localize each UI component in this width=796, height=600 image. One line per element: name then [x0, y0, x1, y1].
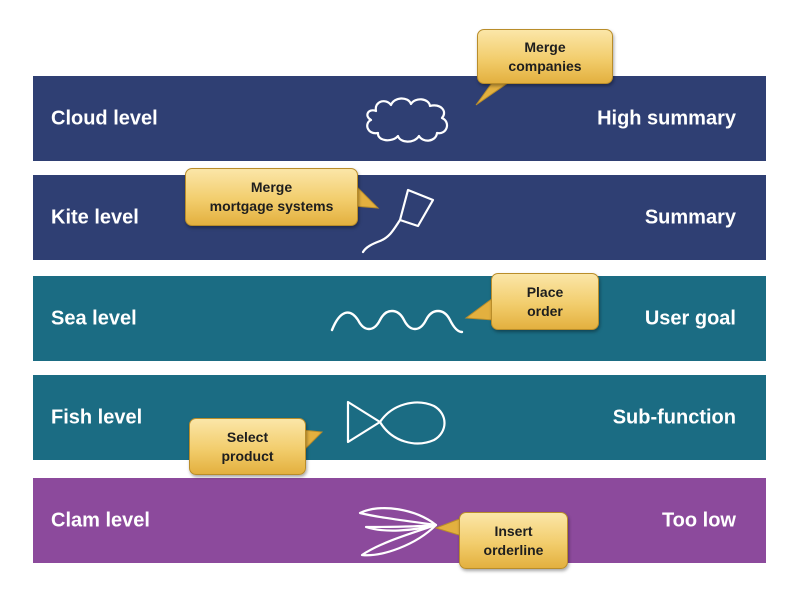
level-summary: Summary — [644, 206, 736, 228]
callout-line: Merge — [250, 179, 293, 195]
callout-line: order — [527, 302, 563, 319]
callout-line: Select — [226, 428, 269, 445]
level-name: Clam level — [51, 509, 150, 531]
level-summary: User goal — [644, 307, 736, 329]
wave-icon — [328, 302, 468, 338]
callout-line: Place — [526, 283, 564, 300]
band-cloud-level: Cloud level High summary — [33, 76, 766, 161]
level-summary: Sub-function — [612, 406, 736, 428]
clam-icon — [356, 505, 442, 559]
callout-line: companies — [508, 57, 582, 74]
band-sea-level: Sea level User goal — [33, 276, 766, 361]
level-summary: Too low — [661, 509, 736, 531]
level-name: Sea level — [51, 307, 137, 329]
band-kite-level: Kite level Summary — [33, 175, 766, 260]
callout-line: orderline — [483, 541, 544, 558]
kite-icon — [360, 185, 440, 257]
callout-line: product — [221, 447, 274, 464]
level-summary: High summary — [597, 107, 736, 129]
callout-line: Insert — [494, 522, 533, 539]
level-name: Cloud level — [51, 107, 158, 129]
band-fish-level: Fish level Sub-function — [33, 375, 766, 460]
callout-line: mortgage systems — [209, 198, 334, 214]
level-name: Fish level — [51, 406, 143, 428]
level-name: Kite level — [51, 206, 139, 228]
fish-icon — [344, 396, 454, 450]
callout-line: Merge — [524, 38, 566, 55]
cloud-icon — [362, 95, 454, 145]
